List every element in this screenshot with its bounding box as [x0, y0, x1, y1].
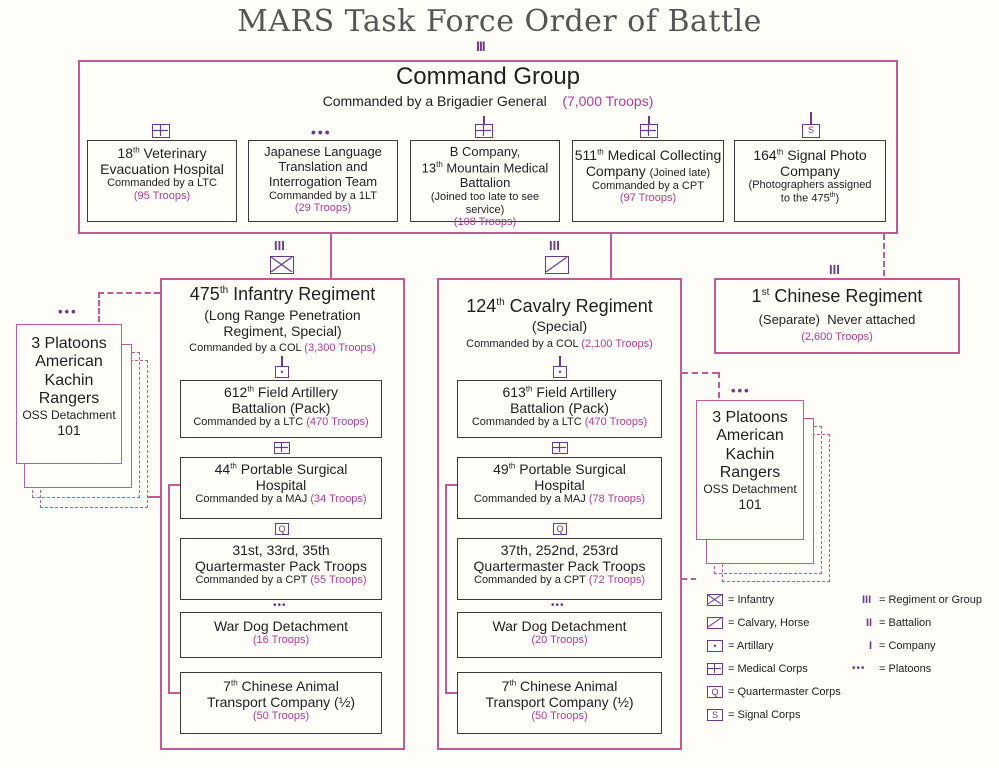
- regiment-symbol-icon: III: [476, 38, 486, 54]
- legend-infantry: = Infantry: [728, 594, 775, 606]
- unit-signal-photo-company: 164th Signal Photo Company (Photographer…: [734, 140, 886, 222]
- chinese-regiment-troops: (2,600 Troops): [801, 331, 873, 343]
- regiment-symbol-icon: III: [862, 594, 872, 606]
- signal-corps-icon: S: [707, 709, 723, 721]
- platoons-icon: •••: [551, 600, 565, 611]
- regiment-symbol-icon: III: [829, 262, 840, 277]
- chinese-regiment-note: (Separate) Never attached: [758, 312, 916, 327]
- regiment-475-command: Commanded by a COL (3,300 Troops): [189, 342, 376, 354]
- medical-corps-icon: [552, 442, 568, 454]
- unit-613-field-artillery: 613th Field Artillery Battalion (Pack) C…: [457, 380, 662, 438]
- quartermaster-icon: Q: [707, 686, 723, 698]
- unit-124-chinese-animal-transport: 7th Chinese Animal Transport Company (½)…: [457, 672, 662, 734]
- quartermaster-icon: Q: [553, 523, 567, 535]
- unit-475-quartermaster: 31st, 33rd, 35th Quartermaster Pack Troo…: [180, 538, 382, 600]
- regiment-475-subtitle: (Long Range Penetration Regiment, Specia…: [204, 307, 361, 340]
- artillery-icon: •: [553, 366, 567, 378]
- legend-platoons: = Platoons: [879, 663, 932, 675]
- unit-veterinary-hospital: 18th Veterinary Evacuation Hospital Comm…: [87, 140, 237, 222]
- regiment-124-subtitle: (Special): [531, 318, 588, 334]
- regiment-124-command: Commanded by a COL (2,100 Troops): [466, 338, 653, 350]
- platoons-icon: •••: [731, 383, 751, 398]
- command-group-subtitle: Commanded by a Brigadier General (7,000 …: [78, 93, 898, 109]
- command-group-troops: (7,000 Troops): [562, 93, 654, 109]
- medical-corps-icon: [152, 124, 170, 138]
- platoons-icon: •••: [311, 124, 332, 140]
- command-group-title: Command Group: [395, 63, 581, 90]
- infantry-icon: [270, 256, 294, 274]
- medical-corps-icon: [475, 124, 493, 138]
- cavalry-icon: [707, 617, 723, 629]
- unit-medical-collecting-company: 511th Medical Collecting Company (Joined…: [572, 140, 724, 222]
- page-title: MARS Task Force Order of Battle: [237, 4, 762, 39]
- cavalry-icon: [545, 256, 569, 274]
- medical-corps-icon: [707, 663, 723, 675]
- quartermaster-icon: Q: [275, 523, 289, 535]
- company-symbol-icon: I: [869, 640, 873, 652]
- legend-company: = Company: [879, 640, 936, 652]
- legend-signal: = Signal Corps: [728, 709, 801, 721]
- regiment-symbol-icon: III: [549, 238, 560, 253]
- unit-124-war-dog: War Dog Detachment (20 Troops): [457, 612, 662, 658]
- legend-artillery: = Artillary: [728, 640, 774, 652]
- signal-corps-icon: S: [802, 124, 820, 138]
- legend-medical: = Medical Corps: [728, 663, 808, 675]
- legend-regiment: = Regiment or Group: [879, 594, 983, 606]
- unit-japanese-language-team: Japanese Language Translation and Interr…: [248, 140, 398, 222]
- legend-battalion: = Battalion: [879, 617, 932, 629]
- legend-cavalry: = Calvary, Horse: [728, 617, 810, 629]
- battalion-symbol-icon: II: [866, 617, 873, 629]
- unit-612-field-artillery: 612th Field Artillery Battalion (Pack) C…: [180, 380, 382, 438]
- unit-475-chinese-animal-transport: 7th Chinese Animal Transport Company (½)…: [180, 672, 382, 734]
- platoons-icon: •••: [58, 304, 78, 319]
- unit-124-quartermaster: 37th, 252nd, 253rd Quartermaster Pack Tr…: [457, 538, 662, 600]
- artillery-icon: •: [275, 366, 289, 378]
- unit-475-war-dog: War Dog Detachment (16 Troops): [180, 612, 382, 658]
- regiment-symbol-icon: III: [274, 238, 285, 253]
- unit-44-surgical-hospital: 44th Portable Surgical Hospital Commande…: [180, 457, 382, 519]
- platoons-icon: •••: [852, 663, 866, 674]
- rangers-right: 3 Platoons American Kachin Rangers OSS D…: [696, 400, 804, 540]
- chinese-regiment: [714, 278, 960, 354]
- chinese-regiment-title: 1st Chinese Regiment: [751, 286, 923, 306]
- regiment-124-title: 124th Cavalry Regiment: [466, 296, 653, 316]
- infantry-icon: [707, 594, 723, 606]
- rangers-left: 3 Platoons American Kachin Rangers OSS D…: [16, 324, 122, 464]
- medical-corps-icon: [274, 442, 290, 454]
- legend-quartermaster: = Quartermaster Corps: [728, 686, 841, 698]
- unit-mountain-medical-battalion: B Company, 13th Mountain Medical Battali…: [410, 140, 560, 228]
- regiment-475-title: 475th Infantry Regiment: [189, 284, 376, 304]
- unit-49-surgical-hospital: 49th Portable Surgical Hospital Commande…: [457, 457, 662, 519]
- medical-corps-icon: [640, 124, 658, 138]
- command-group-commander: Commanded by a Brigadier General: [322, 93, 547, 109]
- platoons-icon: •••: [273, 600, 287, 611]
- artillery-icon: •: [707, 640, 723, 652]
